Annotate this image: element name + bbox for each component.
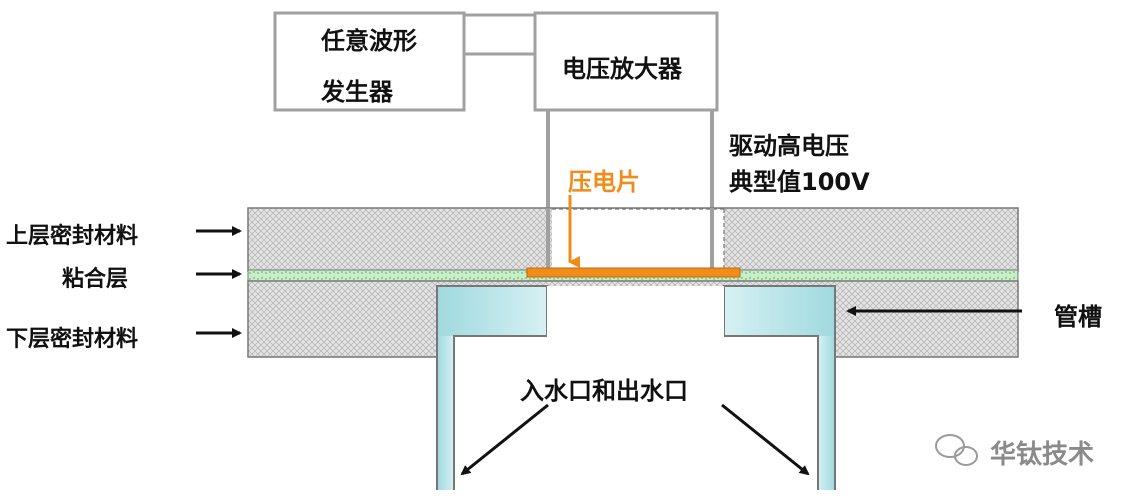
generator-amplifier-wire [463, 13, 535, 56]
waveform-generator-box [273, 11, 466, 112]
channel-left-pipe [437, 336, 454, 490]
lower-seal-label: 下层密封材料 [6, 327, 139, 352]
drive-typical-label: 典型值100V [729, 168, 870, 196]
upper-seal-label: 上层密封材料 [6, 224, 139, 249]
generator-label-line2: 发生器 [321, 78, 393, 106]
bond-layer-label: 粘合层 [62, 267, 129, 292]
channel-right-chamber [724, 286, 835, 336]
outlet-arrow [721, 403, 810, 476]
channel-right-pipe [818, 336, 835, 490]
piezo-element [526, 267, 741, 278]
channel-left-chamber [437, 286, 547, 336]
wechat-logo-icon [935, 434, 978, 466]
voltage-amplifier-box [533, 11, 719, 112]
watermark-text: 华钛技术 [990, 440, 1095, 470]
piezo-label: 压电片 [568, 168, 640, 196]
generator-label-line1: 任意波形 [321, 27, 417, 55]
amplifier-label: 电压放大器 [562, 55, 682, 83]
groove-label: 管槽 [1054, 303, 1102, 331]
inlet-arrow [460, 403, 549, 476]
inlet-outlet-label: 入水口和出水口 [520, 377, 688, 405]
pump-chamber [547, 286, 724, 336]
drive-voltage-label: 驱动高电压 [729, 132, 849, 160]
upper-cavity [552, 209, 724, 270]
